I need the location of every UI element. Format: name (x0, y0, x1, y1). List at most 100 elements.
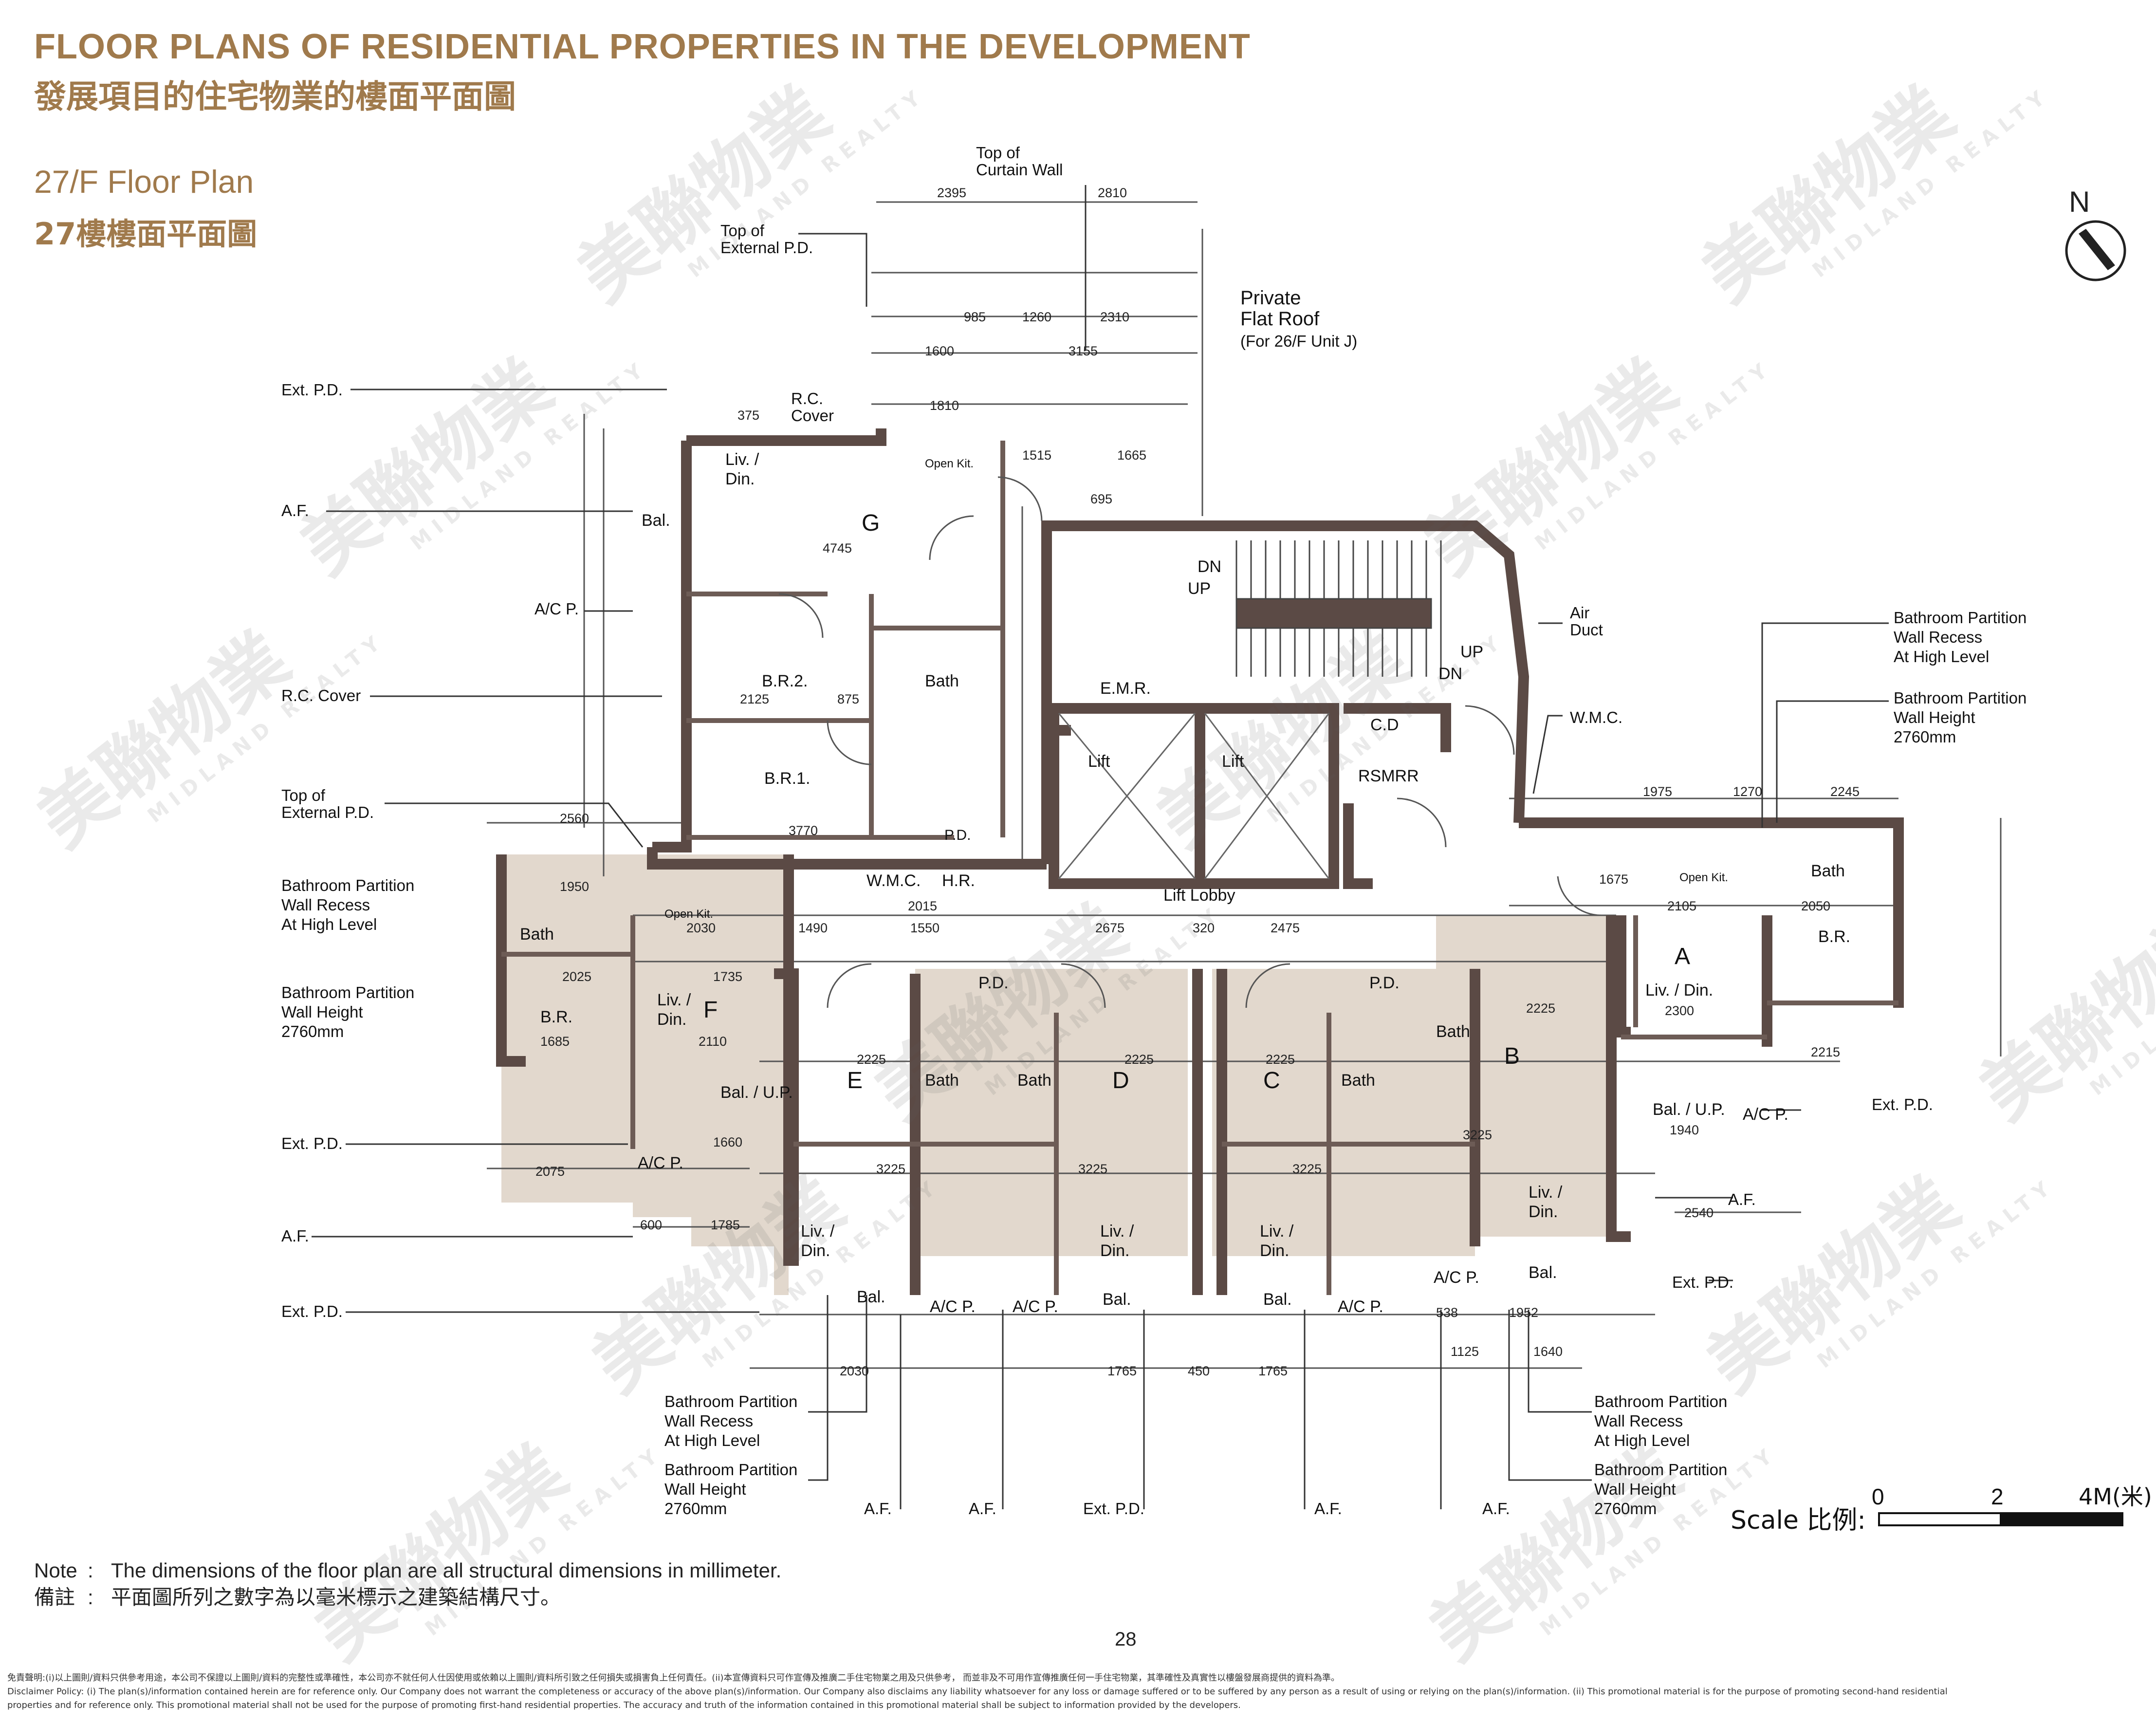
room-wmc: W.M.C. (866, 871, 921, 890)
north-compass[interactable]: N (2065, 185, 2126, 281)
dim-bottom-15: 1125 (1451, 1344, 1479, 1359)
stair-dn-2: DN (1438, 665, 1462, 683)
stair-dn-1: DN (1198, 557, 1221, 576)
staircase (1235, 540, 1442, 677)
bath-height-right-2: Wall Height (1894, 708, 1975, 726)
dim-right-23d: 2225 (1266, 1052, 1295, 1067)
notes: Note : The dimensions of the floor plan … (34, 1559, 1137, 1650)
scale-tick-2: 2 (1991, 1484, 2004, 1509)
dim-mid-18: 1660 (713, 1135, 742, 1149)
rc-cover-top-label-2: Cover (791, 407, 834, 425)
dim-left-14: 2125 (740, 692, 769, 706)
note-zh-text: 平面圖所列之數字為以毫米標示之建築結構尺寸。 (111, 1585, 561, 1609)
ext-pd-label-right: Ext. P.D. (1872, 1095, 1933, 1113)
room-bath-g: Bath (925, 672, 959, 690)
scale-label: Scale 比例: (1731, 1506, 1866, 1535)
dim-left-18: 3770 (789, 823, 818, 838)
ext-pd-label: Ext. P.D. (281, 381, 343, 399)
bath-recess-right-bottom-3: At High Level (1594, 1431, 1690, 1449)
room-lift-lobby: Lift Lobby (1163, 886, 1235, 905)
dim-mid-8: 1950 (560, 879, 589, 894)
disclaimer-zh: 免責聲明:(i)以上圖則/資料只供參考用途，本公司不保證以上圖則/資料的完整性或… (7, 1673, 1340, 1683)
unit-c-letter: C (1263, 1068, 1280, 1093)
dim-mid-14: 2110 (699, 1034, 727, 1049)
bath-height-right-bottom-3: 2760mm (1594, 1500, 1657, 1518)
unit-letters: G F E D C B A (703, 510, 1690, 1093)
bath-height-right-bottom: Bathroom Partition (1594, 1461, 1727, 1479)
ext-pd-label-3: Ext. P.D. (281, 1302, 343, 1320)
bath-height-right: Bathroom Partition (1894, 689, 2027, 707)
callout-top-external-pd-2: External P.D. (720, 239, 813, 257)
note-colon-1: : (88, 1559, 93, 1582)
room-hr: H.R. (942, 871, 975, 890)
unit-b-letter: B (1504, 1043, 1520, 1069)
dim-mid-1: 2675 (1095, 921, 1124, 935)
dim-mid-19: 2075 (535, 1164, 565, 1179)
dim-left-15: 875 (837, 692, 859, 706)
scale-tick-0: 0 (1872, 1484, 1884, 1509)
dim-mid-4: 1550 (910, 921, 940, 935)
dim-right-0: 1975 (1643, 784, 1672, 799)
dim-bottom-8: 450 (1188, 1364, 1210, 1378)
room-rsmrr: RSMRR (1358, 767, 1419, 785)
unit-a-letter: A (1675, 944, 1690, 969)
note-en-text: The dimensions of the floor plan are all… (111, 1559, 781, 1582)
dim-left-11: 2560 (560, 811, 589, 826)
callout-top-external-pd-left: Top of (281, 786, 326, 804)
af-label-4: A.F. (969, 1500, 996, 1518)
dim-bottom-9: 1765 (1258, 1364, 1288, 1378)
dim-right-23: 2225 (1526, 1001, 1555, 1016)
af-label: A.F. (281, 501, 309, 519)
dim-top-19: 1665 (1117, 448, 1146, 463)
bath-height-right-bottom-2: Wall Height (1594, 1480, 1676, 1498)
callout-top-external-pd: Top of (720, 222, 765, 240)
scale-bar: Scale 比例: 0 2 4M(米) (1731, 1483, 2152, 1535)
dim-right-15: 1940 (1670, 1123, 1699, 1137)
room-bal-e: Bal. (857, 1288, 885, 1306)
dim-right-2: 2245 (1830, 784, 1860, 799)
dim-right-26c: 3225 (1292, 1162, 1322, 1176)
ac-p-label: A/C P. (534, 600, 579, 618)
af-label-right: A.F. (1728, 1190, 1756, 1208)
bath-height-bottom: Bathroom Partition (664, 1461, 797, 1479)
room-bath-c: Bath (1341, 1071, 1375, 1090)
ext-pd-label-4: Ext. P.D. (1083, 1500, 1144, 1518)
air-duct-label-2: Duct (1570, 621, 1603, 639)
callout-labels: Top of Curtain Wall Top of External P.D.… (281, 144, 2027, 1518)
room-bal-d: Bal. (1103, 1290, 1131, 1309)
note-zh-label: 備註 (34, 1585, 75, 1609)
private-flat-roof-label: Private (1240, 287, 1301, 309)
room-labels: Liv. / Din. Bal. B.R.2. B.R.1. Bath Open… (520, 450, 1850, 1316)
dim-mid-20: 1785 (711, 1218, 740, 1232)
room-acp-d: A/C P. (1013, 1297, 1058, 1316)
room-bal-b: Bal. (1529, 1263, 1557, 1282)
dim-mid-3: 2475 (1271, 921, 1300, 935)
ext-pd-label-2: Ext. P.D. (281, 1134, 343, 1152)
dim-right-26: 3225 (876, 1162, 905, 1176)
bath-recess-right-bottom-2: Wall Recess (1594, 1412, 1683, 1430)
room-open-kit-g: Open Kit. (925, 457, 974, 470)
room-br1: B.R.1. (764, 769, 810, 788)
bath-recess-bottom-2: Wall Recess (664, 1412, 753, 1430)
af-label-3: A.F. (864, 1500, 892, 1518)
room-liv-din-f: Liv. / (657, 991, 691, 1009)
dim-bottom-7: 1765 (1107, 1364, 1137, 1378)
room-liv-din-g: Liv. / (725, 450, 759, 469)
unit-highlight (501, 854, 1611, 1295)
room-bal-c: Bal. (1263, 1290, 1292, 1309)
room-bath-d: Bath (1017, 1071, 1051, 1090)
room-open-kit-a: Open Kit. (1679, 871, 1728, 884)
dim-right-23b: 2225 (857, 1052, 886, 1067)
unit-d-letter: D (1112, 1068, 1129, 1093)
room-liv-din-f-2: Din. (657, 1010, 686, 1029)
room-liv-din-e: Liv. / (801, 1222, 835, 1241)
bath-recess-right: Bathroom Partition (1894, 609, 2027, 627)
disclaimer-en-2: properties and for reference only. This … (7, 1700, 1241, 1710)
callout-top-curtain-wall: Top of (976, 144, 1020, 162)
room-br2: B.R.2. (762, 672, 808, 690)
flat-roof-note: (For 26/F Unit J) (1240, 332, 1357, 350)
page-title: FLOOR PLANS OF RESIDENTIAL PROPERTIES IN… (34, 27, 1251, 66)
room-br-f: B.R. (540, 1008, 572, 1026)
dim-left-13: 4745 (823, 541, 852, 556)
